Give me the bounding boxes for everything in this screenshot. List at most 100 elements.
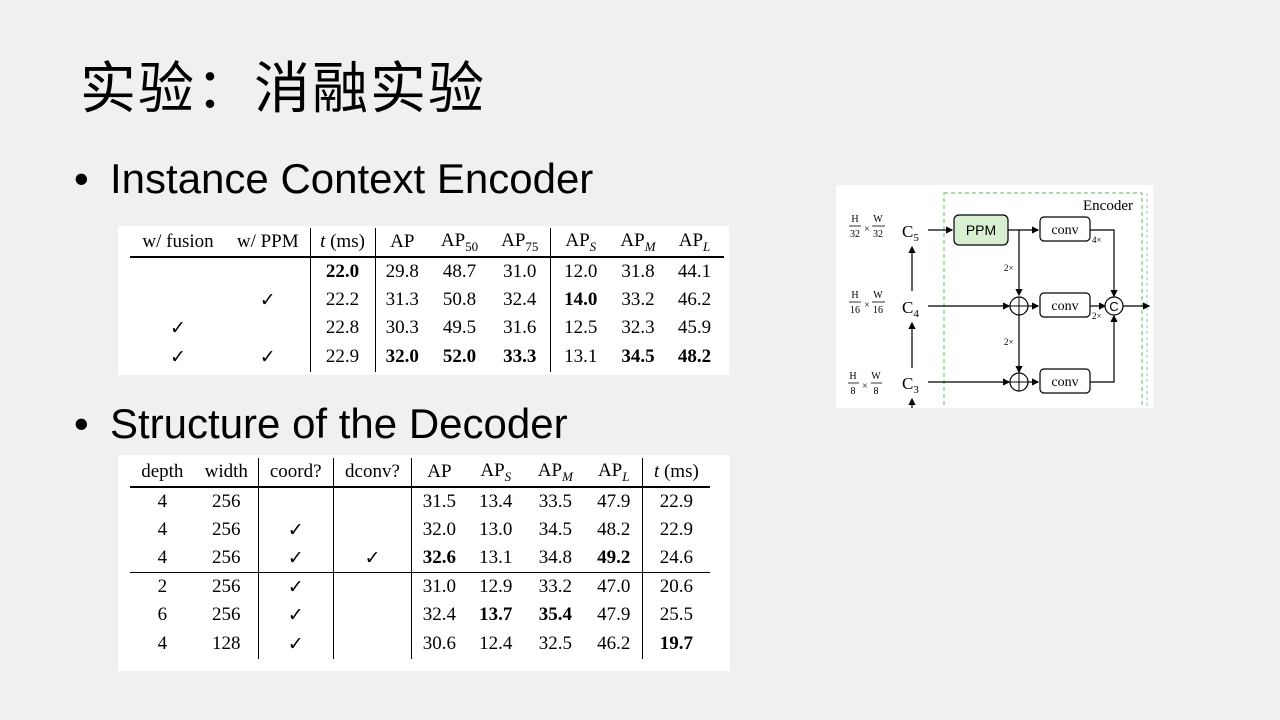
header-ap50: AP50	[429, 228, 490, 258]
header-coord: coord?	[257, 458, 334, 488]
header-time: t (ms)	[309, 228, 375, 258]
cell-apm: 33.2	[525, 572, 586, 601]
cell-depth: 4	[157, 491, 168, 512]
cell-aps: 13.1	[549, 342, 611, 372]
cell-t: 22.9	[309, 342, 375, 372]
decoder-ablation-table: depth width coord? dconv? AP APS APM APL…	[118, 455, 730, 671]
cell-t: 24.6	[641, 544, 710, 573]
svg-text:×: ×	[864, 224, 870, 235]
header-dconv: dconv?	[332, 458, 412, 488]
cell-fusion	[130, 257, 226, 286]
decoder-table: depth width coord? dconv? AP APS APM APL…	[130, 458, 710, 659]
cell-ap: 30.3	[374, 314, 429, 342]
ppm-label: PPM	[966, 222, 996, 238]
cell-fusion: ✓	[170, 346, 186, 368]
cell-ap: 30.6	[411, 629, 467, 659]
cell-coord: ✓	[257, 516, 334, 544]
cell-ap75: 33.3	[503, 346, 537, 367]
cell-ppm: ✓	[259, 289, 276, 311]
cell-apl: 47.9	[597, 491, 631, 512]
cell-apl: 46.2	[677, 289, 712, 310]
cell-dconv	[332, 487, 412, 516]
cell-apm: 34.8	[538, 547, 572, 568]
header-ap: AP	[374, 228, 429, 258]
cell-aps: 13.4	[479, 491, 513, 512]
cell-depth: 4	[157, 633, 168, 654]
conv-label-top: conv	[1051, 223, 1078, 238]
svg-text:×: ×	[864, 300, 870, 311]
upsample-label-c: 2×	[1092, 311, 1102, 321]
c5-label: C5	[902, 222, 919, 244]
cell-aps: 13.1	[479, 547, 513, 568]
cell-dconv	[332, 629, 412, 659]
bullet-instance-context-encoder: •Instance Context Encoder	[74, 154, 593, 204]
cell-width: 256	[194, 572, 259, 601]
cell-width: 256	[211, 491, 241, 512]
cell-coord: ✓	[257, 572, 334, 601]
cell-ap: 31.0	[411, 572, 467, 601]
cell-aps: 12.5	[549, 314, 611, 342]
cell-ap: 32.4	[411, 601, 467, 629]
cell-aps: 13.7	[479, 604, 513, 625]
cell-apl: 46.2	[597, 633, 631, 654]
cell-aps: 12.0	[549, 257, 611, 286]
encoder-diagram-svg: Encoder H 32 × W 32 H 16 × W 16 H 8 × W	[848, 192, 1151, 410]
header-apl: APL	[665, 228, 724, 258]
cell-depth: 4	[157, 547, 168, 568]
header-apl: APL	[585, 458, 643, 488]
scale-8: H 8 × W 8	[848, 371, 882, 397]
header-apm: APM	[525, 458, 586, 488]
cell-ap: 32.0	[411, 516, 467, 544]
encoder-ablation-table: w/ fusion w/ PPM t (ms) AP AP50 AP75 APS…	[118, 226, 729, 375]
cell-apm: 32.3	[621, 317, 655, 338]
bullet-text: Structure of the Decoder	[110, 400, 568, 447]
cell-coord: ✓	[257, 544, 334, 573]
slide-title: 实验：消融实验	[80, 57, 486, 122]
cell-ap50: 49.5	[442, 317, 477, 338]
cell-t: 25.5	[641, 601, 710, 629]
cell-apm: 32.5	[538, 633, 572, 654]
cell-aps: 12.9	[466, 572, 526, 601]
cell-ap: 31.3	[374, 286, 429, 314]
cell-fusion	[130, 286, 226, 314]
svg-text:8: 8	[874, 386, 879, 397]
cell-width: 256	[211, 519, 241, 540]
cell-dconv	[332, 572, 412, 601]
svg-text:W: W	[871, 371, 881, 382]
svg-text:16: 16	[873, 305, 883, 316]
svg-text:H: H	[849, 371, 856, 382]
cell-depth: 6	[157, 604, 168, 625]
header-time-t: t	[653, 461, 660, 482]
bullet-dot: •	[74, 400, 89, 447]
conv-box-top	[1039, 216, 1091, 242]
cell-t: 22.9	[641, 487, 710, 516]
cell-width: 256	[211, 547, 241, 568]
bullet-text: Instance Context Encoder	[110, 155, 594, 202]
encoder-diagram: Encoder H 32 × W 32 H 16 × W 16 H 8 × W	[836, 185, 1153, 410]
cell-apl: 47.0	[585, 572, 643, 601]
encoder-label: Encoder	[1083, 198, 1133, 214]
svg-text:H: H	[851, 290, 858, 301]
svg-text:H: H	[851, 214, 858, 225]
cell-dconv: ✓	[332, 544, 412, 573]
cell-depth: 4	[157, 519, 168, 540]
c3-label: C3	[902, 374, 919, 396]
header-time-t: t	[320, 231, 326, 252]
cell-t: 22.2	[309, 286, 375, 314]
cell-coord: ✓	[257, 629, 334, 659]
cell-coord	[257, 487, 334, 516]
cell-apm: 31.8	[621, 261, 655, 282]
cell-depth: 2	[130, 572, 195, 601]
header-aps: APS	[549, 228, 611, 258]
cell-ap50: 50.8	[442, 289, 477, 310]
cell-ap: 31.5	[411, 487, 467, 516]
cell-apl: 47.9	[597, 604, 631, 625]
svg-text:32: 32	[850, 229, 860, 240]
cell-ap75: 31.0	[503, 261, 537, 282]
